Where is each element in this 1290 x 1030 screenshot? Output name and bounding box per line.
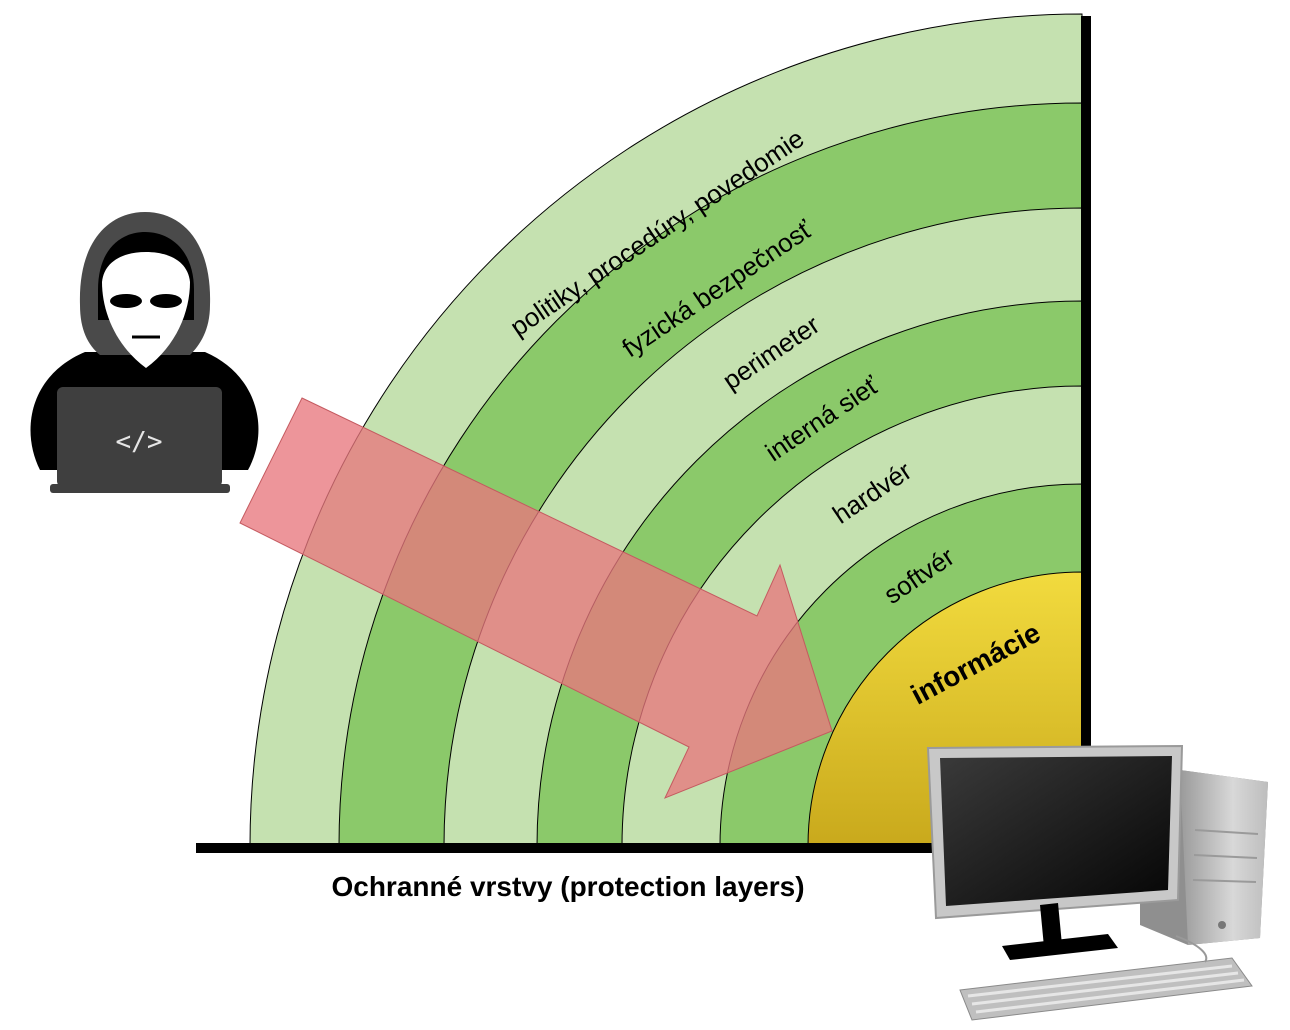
vertical-axis — [1081, 16, 1091, 850]
diagram-caption: Ochranné vrstvy (protection layers) — [331, 871, 804, 902]
desktop-computer-icon — [926, 744, 1268, 1021]
attack-arrow — [239, 397, 833, 799]
laptop-code-glyph: </> — [116, 427, 163, 457]
horizontal-axis — [196, 843, 1086, 853]
hacker-icon: </> — [30, 212, 259, 493]
